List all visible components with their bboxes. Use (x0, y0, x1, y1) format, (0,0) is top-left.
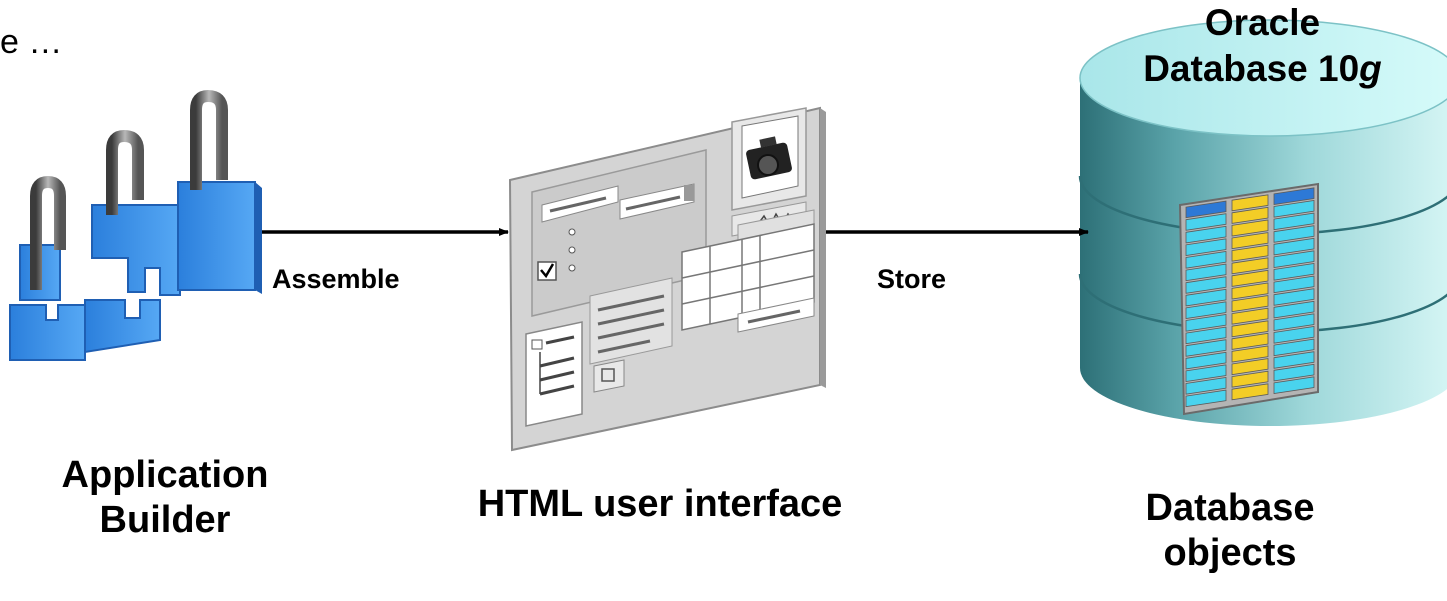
camera-icon (746, 136, 792, 180)
table-cell (1273, 200, 1315, 218)
table-cell (1231, 332, 1269, 350)
table-cell (1231, 295, 1269, 313)
table-cell (1185, 314, 1227, 332)
table-cell (1185, 225, 1227, 244)
table-cell (1231, 257, 1269, 275)
table-cell (1231, 370, 1269, 388)
table-cell (1273, 275, 1315, 294)
table-cell (1231, 194, 1269, 212)
table-cell (1273, 326, 1315, 344)
table-cell (1231, 320, 1269, 338)
table-cell (1185, 238, 1227, 256)
table-cell (1231, 282, 1269, 300)
table-cell (1185, 301, 1227, 319)
table-cell (1273, 376, 1315, 394)
table-cell (1273, 263, 1315, 281)
table-cell (1273, 237, 1315, 256)
fragment-text: e … (0, 23, 63, 61)
table-cell (1273, 351, 1315, 369)
table-cell (1273, 288, 1315, 306)
table-cell (1231, 383, 1269, 401)
table-cell (1185, 276, 1227, 294)
table-cell (1231, 219, 1269, 237)
table-cell (1185, 200, 1227, 219)
table-cell (1231, 307, 1269, 325)
table-cell (1185, 326, 1227, 345)
table-cell (1185, 288, 1227, 307)
table-cell (1185, 389, 1227, 408)
database-title: Oracle Database 10g (1078, 0, 1447, 93)
edge-label-store: Store (877, 264, 947, 294)
table-cell (1273, 313, 1315, 331)
table-cell (1273, 212, 1315, 231)
table-cell (1231, 206, 1269, 224)
table-cell (1273, 187, 1315, 205)
table-cell (1185, 339, 1227, 357)
node-label-database-objects: Database objects (1145, 487, 1315, 574)
table-cell (1273, 363, 1315, 382)
table-cell (1231, 232, 1269, 250)
table-cell (1185, 377, 1227, 395)
database-title-line2: Database 10g (1143, 48, 1382, 90)
table-cell (1231, 358, 1269, 376)
table-cell (1273, 300, 1315, 319)
table-cell (1273, 250, 1315, 268)
application-builder-illustration (9, 89, 262, 361)
table-cell (1185, 263, 1227, 282)
table-cell (1231, 345, 1269, 363)
table-cell (1185, 213, 1227, 231)
table-cell (1185, 364, 1227, 382)
node-label-application-builder: Application Builder (61, 454, 269, 541)
table-cell (1273, 338, 1315, 357)
edge-label-assemble: Assemble (272, 264, 400, 294)
table-cell (1231, 269, 1269, 287)
table-cell (1185, 351, 1227, 370)
database-cylinder-illustration (1078, 19, 1447, 426)
table-cell (1231, 244, 1269, 262)
database-title-line1: Oracle (1204, 2, 1321, 43)
node-label-html-ui: HTML user interface (477, 483, 843, 525)
database-table-icon (1178, 182, 1319, 416)
table-cell (1185, 251, 1227, 269)
table-cell (1273, 225, 1315, 243)
html-ui-panel-illustration (508, 106, 826, 452)
